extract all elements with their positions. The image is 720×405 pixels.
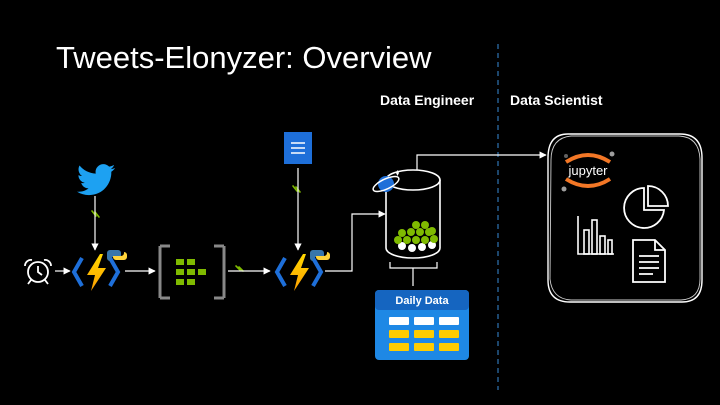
data-dots: [394, 221, 438, 252]
alarm-clock-icon: [24, 259, 52, 285]
daily-data-label: Daily Data: [395, 295, 449, 307]
document-icon: [284, 132, 312, 164]
python-icon-2: [310, 250, 330, 261]
report-icon: [632, 239, 666, 283]
analysis-area: [547, 133, 703, 303]
daily-data-table: Daily Data: [375, 290, 469, 360]
flow-arrows: [55, 151, 547, 286]
jupyter-label: jupyter: [567, 163, 608, 178]
jupyter-icon: jupyter: [561, 151, 615, 192]
data-engineer-label: Data Engineer: [380, 92, 475, 108]
bar-chart-icon: [577, 216, 614, 255]
cosmos-db-icon: [372, 170, 400, 193]
pie-chart-icon: [623, 185, 669, 229]
python-icon: [107, 250, 127, 261]
twitter-icon: [76, 164, 116, 196]
database-cylinder: [385, 169, 441, 259]
azure-function-icon-2: [274, 254, 324, 291]
event-hub-icon: [158, 244, 226, 300]
slide-title: Tweets-Elonyzer: Overview: [56, 40, 432, 75]
data-scientist-label: Data Scientist: [510, 92, 603, 108]
azure-function-icon: [71, 254, 121, 291]
